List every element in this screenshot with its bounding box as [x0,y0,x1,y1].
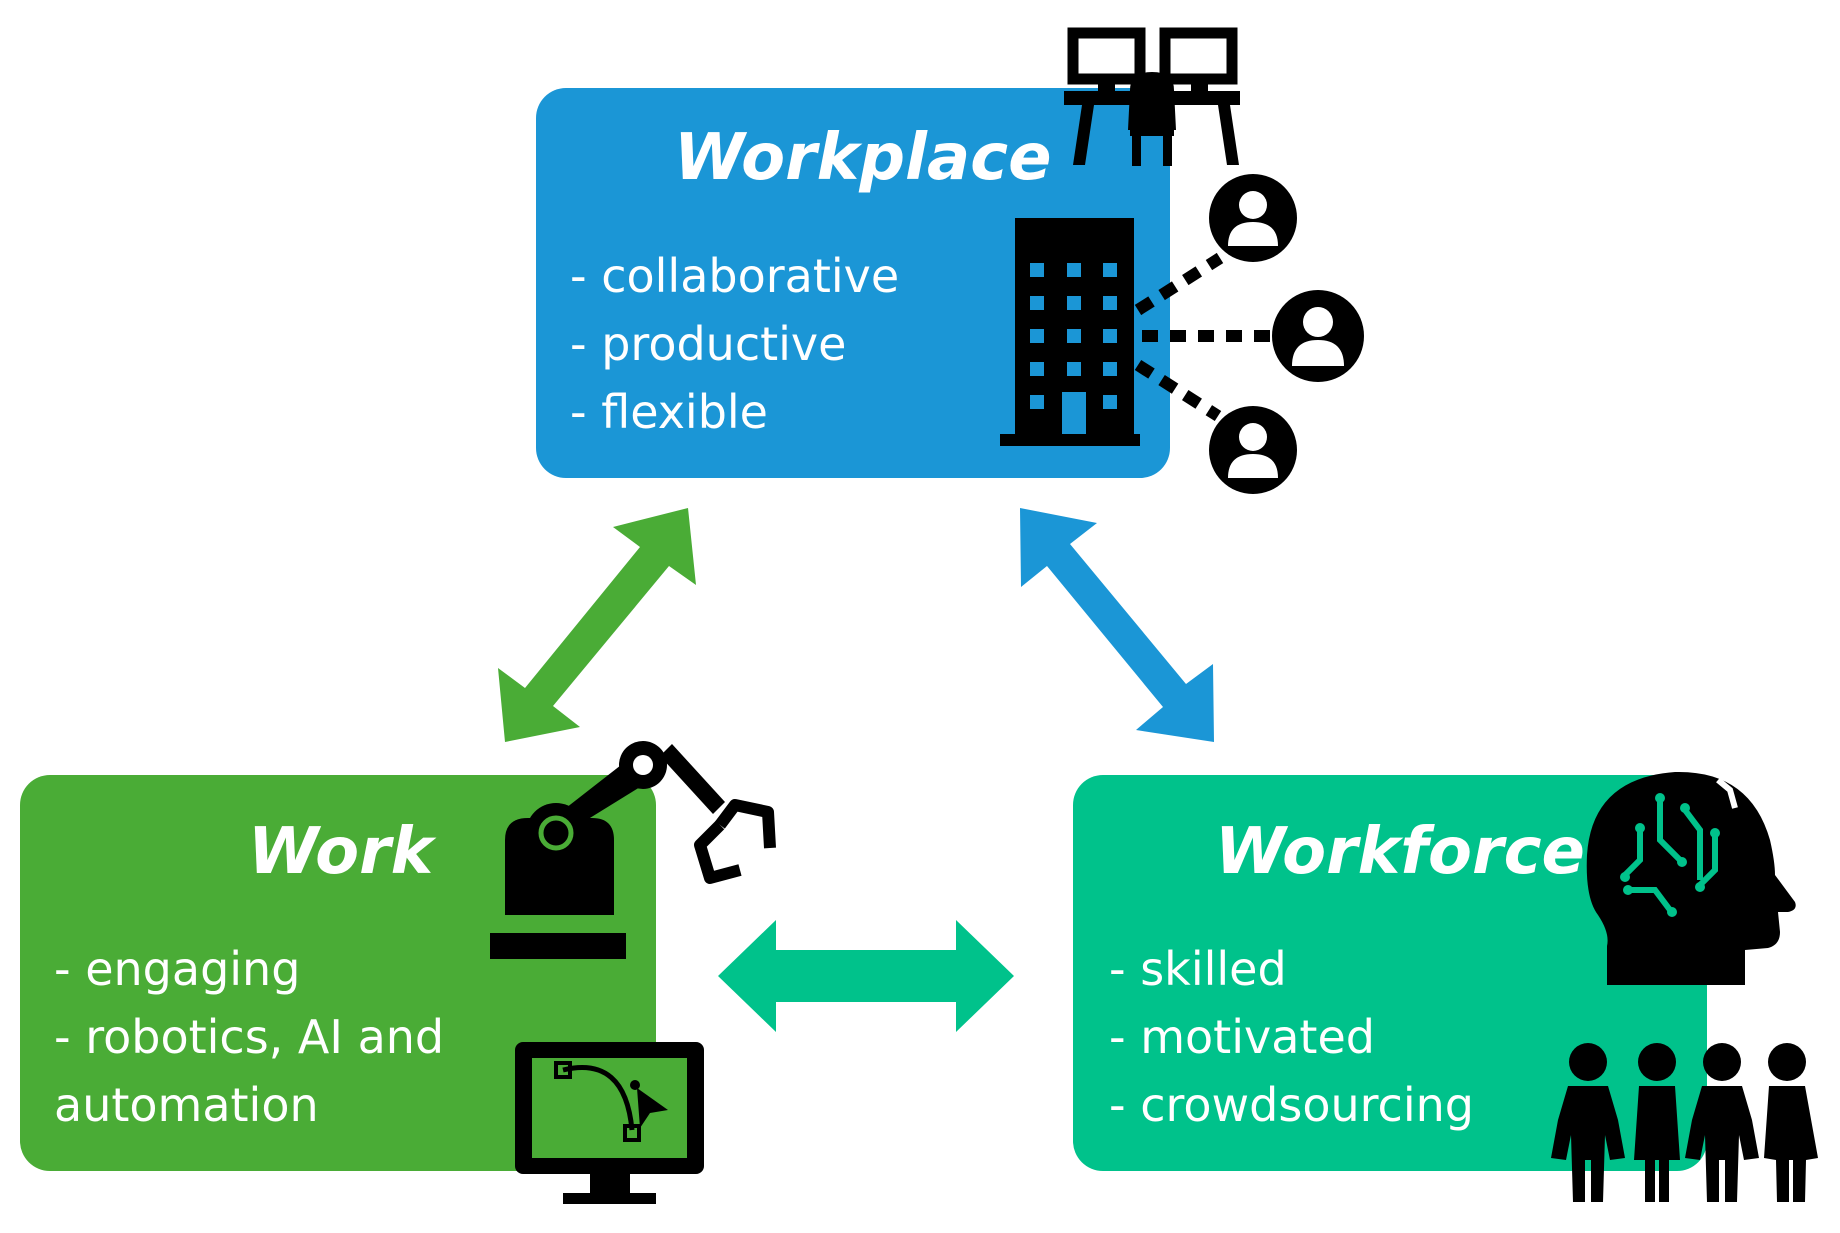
desks-icon [1064,27,1240,166]
work-list: - engaging - robotics, AI and automation [54,935,444,1139]
list-item: - engaging [54,942,301,996]
robot-arm-icon [490,741,776,959]
list-item: - skilled [1109,942,1287,996]
user-icon [1209,174,1297,262]
list-item: - robotics, AI and [54,1010,445,1064]
workforce-list: - skilled - motivated - crowdsourcing [1109,935,1474,1139]
list-item: - motivated [1109,1010,1375,1064]
workforce-title: Workforce [1215,815,1585,889]
user-icon [1209,406,1297,494]
list-item: automation [54,1078,319,1132]
user-icon [1272,290,1364,382]
arrow-workplace-workforce [1020,508,1214,742]
list-item: - collaborative [570,249,900,303]
work-box: Work - engaging - robotics, AI and autom… [20,775,656,1171]
network-connectors [1134,252,1280,422]
ai-head-icon [1586,771,1796,985]
list-item: - flexible [570,385,768,439]
arrow-work-workforce [718,920,1014,1032]
work-title: Work [248,815,434,889]
list-item: - crowdsourcing [1109,1078,1474,1132]
arrow-workplace-work [498,508,696,742]
workplace-title: Workplace [674,121,1052,195]
design-monitor-icon [515,1042,704,1204]
list-item: - productive [570,317,847,371]
workplace-list: - collaborative - productive - flexible [570,242,899,446]
people-group-icon [1551,1043,1818,1202]
office-building-icon [1000,218,1140,446]
